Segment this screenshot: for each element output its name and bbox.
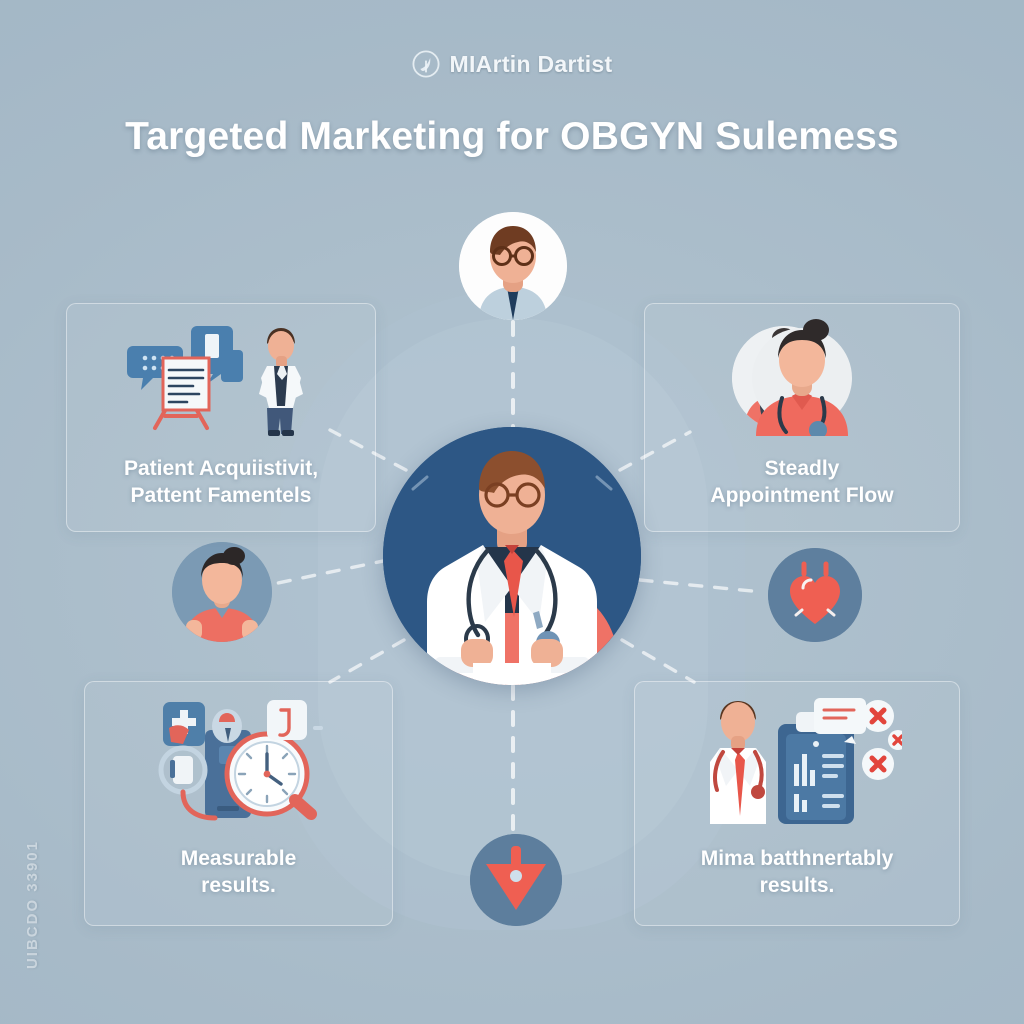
woman-in-scrubs-avatar-icon (172, 542, 272, 642)
nurse-avatar-illustration (742, 316, 862, 441)
down-arrow-icon (470, 834, 562, 926)
node-left[interactable] (172, 542, 272, 642)
card-measurable-results[interactable]: Measurable results. (84, 681, 393, 926)
card-label: Patient Acquiistivit, Pattent Famentels (123, 457, 319, 508)
node-top[interactable] (459, 212, 567, 320)
watermark-text: UIBCDO 33901 (24, 840, 41, 970)
presentation-easel-illustration (121, 316, 321, 441)
circular-leaf-emblem-icon (412, 50, 440, 78)
heart-stethoscope-icon (768, 548, 862, 642)
card-patient-acquisition[interactable]: Patient Acquiistivit, Pattent Famentels (66, 303, 376, 532)
card-label: Measurable results. (180, 847, 297, 898)
central-doctor-illustration (383, 427, 641, 685)
brand-bar: MIArtin Dartist (0, 50, 1024, 78)
card-appointment-flow[interactable]: Steadly Appointment Flow (644, 303, 960, 532)
card-label: Mima batthnertably results. (700, 847, 894, 898)
page-title: Targeted Marketing for OBGYN Sulemess (125, 115, 899, 158)
man-with-glasses-avatar-icon (459, 212, 567, 320)
doctor-clipboard-illustration (692, 694, 908, 829)
node-heart[interactable] (768, 548, 862, 642)
medical-metrics-illustration (139, 694, 339, 829)
brand-name: MIArtin Dartist (449, 50, 613, 77)
card-label: Steadly Appointment Flow (710, 457, 894, 508)
node-bottom[interactable] (470, 834, 562, 926)
watermark: UIBCDO 33901 (24, 840, 41, 1010)
center-doctor-circle (383, 427, 641, 685)
card-reported-results[interactable]: Mima batthnertably results. (634, 681, 960, 926)
